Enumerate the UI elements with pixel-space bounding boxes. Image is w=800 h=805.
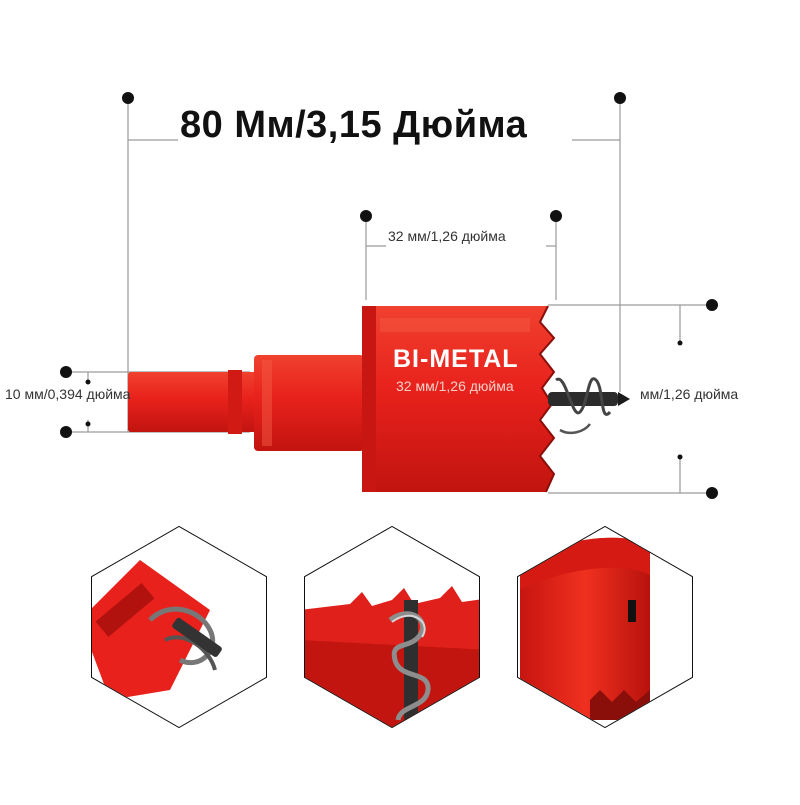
dimension-diameter <box>548 304 712 494</box>
page-title: 80 Мм/3,15 Дюйма <box>180 104 528 146</box>
dimension-label-overlay: 32 мм/1,26 дюйма <box>396 378 514 394</box>
dimension-cutting-depth <box>365 216 557 300</box>
dimension-label-shank: 10 мм/0,394 дюйма <box>5 386 131 402</box>
detail-thumbnail-1 <box>91 525 267 729</box>
detail-thumbnail-2 <box>304 525 480 729</box>
detail-thumbnail-3 <box>517 525 693 729</box>
brand-label: BI-METAL <box>393 345 519 373</box>
dimension-label-cutting-depth: 32 мм/1,26 дюйма <box>388 228 506 244</box>
hole-saw <box>128 305 630 493</box>
dimension-label-diameter: мм/1,26 дюйма <box>640 386 739 402</box>
